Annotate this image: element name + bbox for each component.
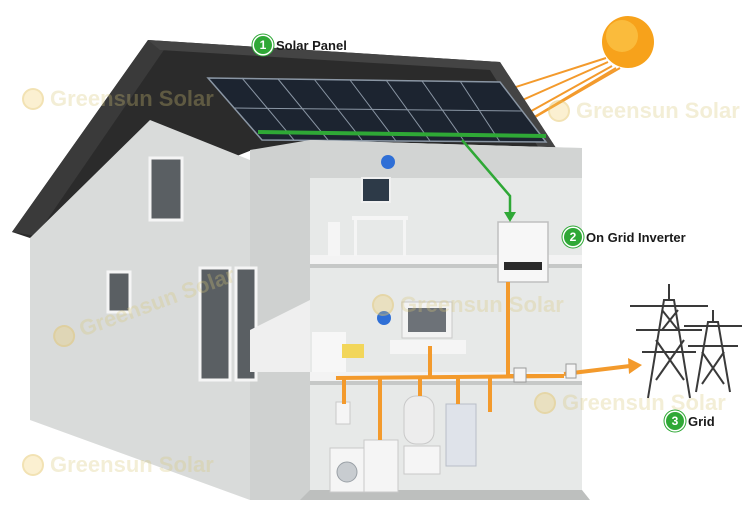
callout-number-badge: 1 [254,36,272,54]
callout-label: Grid [688,413,715,429]
inverter-box [497,221,549,283]
globe-icon [381,155,395,169]
floor-upper [310,255,582,264]
dryer [363,439,399,493]
middle-room [250,300,466,372]
solar-panel-array [206,77,548,143]
computer-monitor [361,177,391,203]
lamp [342,344,364,358]
callout-on-grid-inverter: 2 On Grid Inverter [564,228,686,246]
appliances [329,395,477,493]
boiler [445,403,477,467]
sink [403,445,441,475]
water-heater [403,395,435,445]
tower-large [630,284,708,399]
transmission-towers [630,284,742,399]
upper-room [328,155,408,256]
globe-icon-2 [377,311,391,325]
staircase [250,300,310,372]
chair [328,222,340,256]
callout-number-badge: 3 [666,412,684,430]
windows [106,156,258,382]
callout-number-badge: 2 [564,228,582,246]
callout-solar-panel: 1 Solar Panel [254,36,347,54]
desk [352,216,408,220]
callout-grid: 3 Grid [666,412,715,430]
junction-boxes [513,363,577,383]
callout-label: Solar Panel [276,37,347,53]
ac-wiring [335,282,564,440]
panel-cable [257,130,547,138]
inverter [497,221,549,283]
sofa [312,332,346,372]
meter-box [335,401,351,425]
callout-label: On Grid Inverter [586,229,686,245]
tower-small [684,310,742,393]
dc-flow-arrow [461,139,516,222]
